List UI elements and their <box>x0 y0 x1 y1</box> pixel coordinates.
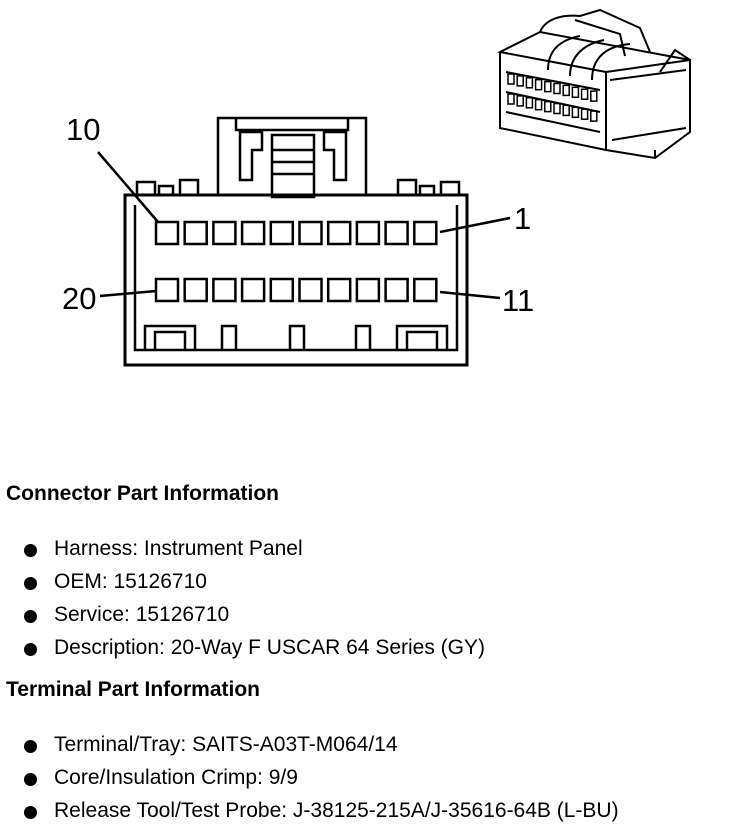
bullet-icon <box>24 773 37 786</box>
bullet-icon <box>24 806 37 819</box>
isometric-cavity <box>553 82 561 95</box>
isometric-cavity <box>571 106 580 119</box>
cavity <box>154 220 180 246</box>
isometric-cavity <box>544 100 552 113</box>
terminal-info-item: Release Tool/Test Probe: J-38125-215A/J-… <box>0 800 619 833</box>
cavity <box>326 277 352 303</box>
cavity <box>269 220 295 246</box>
pin-11-label: 11 <box>502 283 534 318</box>
connector-info-item: Description: 20-Way F USCAR 64 Series (G… <box>0 637 485 670</box>
bullet-icon <box>24 610 37 623</box>
cavity <box>413 277 438 303</box>
harness-text: Harness: Instrument Panel <box>54 537 303 560</box>
isometric-cavity <box>534 78 543 91</box>
oem-text: OEM: 15126710 <box>54 570 207 593</box>
isometric-cavity <box>562 84 570 97</box>
cavity-row-top <box>154 220 438 246</box>
isometric-cavity <box>544 80 552 93</box>
cavity <box>240 277 266 303</box>
cavity <box>413 220 438 246</box>
cavity <box>269 277 295 303</box>
isometric-cavity <box>525 77 534 89</box>
connector-diagram: 10 1 20 11 <box>62 8 691 367</box>
bullet-icon <box>24 740 37 753</box>
isometric-cavities <box>507 73 598 122</box>
pin-20-label: 20 <box>62 281 96 316</box>
cavity <box>298 277 323 303</box>
isometric-cavity <box>516 75 524 87</box>
cavity-row-bottom <box>154 277 438 303</box>
description-text: Description: 20-Way F USCAR 64 Series (G… <box>54 636 486 659</box>
terminal-info-item: Core/Insulation Crimp: 9/9 <box>0 767 619 800</box>
connector-isometric-view <box>496 8 691 160</box>
isometric-cavity <box>580 108 589 120</box>
connector-info-item: Harness: Instrument Panel <box>0 538 485 571</box>
connector-info-heading: Connector Part Information <box>6 482 280 505</box>
isometric-cavity <box>571 86 580 99</box>
isometric-cavity <box>553 102 561 115</box>
bullet-icon <box>24 643 37 656</box>
isometric-cavity <box>590 110 598 122</box>
cavity <box>212 220 237 246</box>
connector-info-list: Harness: Instrument Panel OEM: 15126710 … <box>0 538 485 670</box>
isometric-cavity <box>590 90 598 102</box>
bullet-icon <box>24 577 37 590</box>
cavity <box>298 220 323 246</box>
terminal-info-heading: Terminal Part Information <box>6 678 260 701</box>
service-text: Service: 15126710 <box>54 603 230 626</box>
release-tool-text: Release Tool/Test Probe: J-38125-215A/J-… <box>54 799 619 822</box>
isometric-cavity <box>516 95 524 107</box>
cavity <box>183 220 208 246</box>
connector-info-item: Service: 15126710 <box>0 604 485 637</box>
connector-info-item: OEM: 15126710 <box>0 571 485 604</box>
leader-lines <box>97 151 511 300</box>
pin-10-label: 10 <box>66 112 100 147</box>
cavity <box>212 277 237 303</box>
cavity <box>240 220 266 246</box>
cavity <box>384 277 409 303</box>
cavity <box>154 277 180 303</box>
cavity <box>326 220 352 246</box>
isometric-cavity <box>562 104 570 117</box>
pin-1-label: 1 <box>514 201 531 236</box>
cavity <box>183 277 208 303</box>
isometric-cavity <box>580 88 589 100</box>
cavity <box>355 220 381 246</box>
terminal-info-item: Terminal/Tray: SAITS-A03T-M064/14 <box>0 734 619 767</box>
bullet-icon <box>24 544 37 557</box>
terminal-info-list: Terminal/Tray: SAITS-A03T-M064/14 Core/I… <box>0 734 619 833</box>
crimp-text: Core/Insulation Crimp: 9/9 <box>54 766 298 789</box>
isometric-cavity <box>534 98 543 111</box>
connector-face <box>123 116 469 367</box>
cavity <box>384 220 409 246</box>
terminal-tray-text: Terminal/Tray: SAITS-A03T-M064/14 <box>54 733 398 756</box>
isometric-cavity <box>507 93 515 105</box>
cavity <box>355 277 381 303</box>
isometric-cavity <box>507 73 515 85</box>
isometric-cavity <box>525 97 534 109</box>
